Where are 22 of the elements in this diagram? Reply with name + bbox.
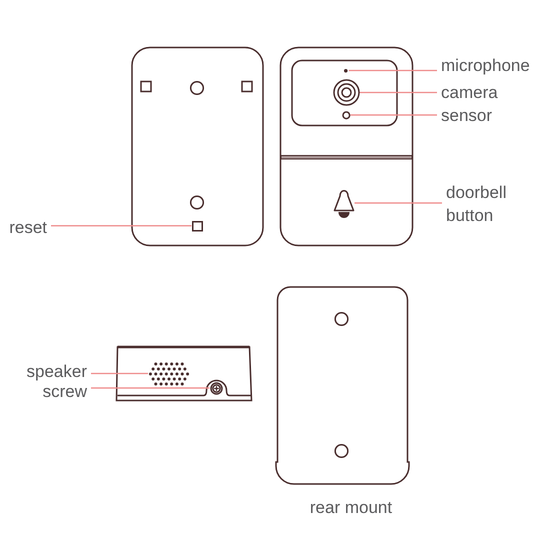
leader-line xyxy=(91,387,210,389)
part-label: doorbell button xyxy=(446,181,522,227)
leader-line xyxy=(91,372,148,374)
part-label: microphone xyxy=(441,56,530,74)
part-label: reset xyxy=(9,218,47,236)
part-label: speaker xyxy=(26,362,87,380)
bell-icon xyxy=(332,188,354,218)
screw-icon xyxy=(210,382,222,394)
sensor-dot-icon xyxy=(342,110,350,120)
small-square-icon xyxy=(192,220,202,231)
part-label: screw xyxy=(42,382,87,400)
camera-lens-icon xyxy=(332,79,360,106)
dot-icon xyxy=(343,68,349,74)
leader-line xyxy=(51,225,192,226)
leader-line xyxy=(350,114,437,116)
part-label: camera xyxy=(441,82,498,102)
leader-line xyxy=(348,70,437,72)
leader-line xyxy=(354,202,442,204)
leader-line xyxy=(360,92,437,94)
speaker-grille-icon xyxy=(148,362,190,386)
caption: rear mount xyxy=(310,498,392,516)
part-label: sensor xyxy=(441,106,492,124)
